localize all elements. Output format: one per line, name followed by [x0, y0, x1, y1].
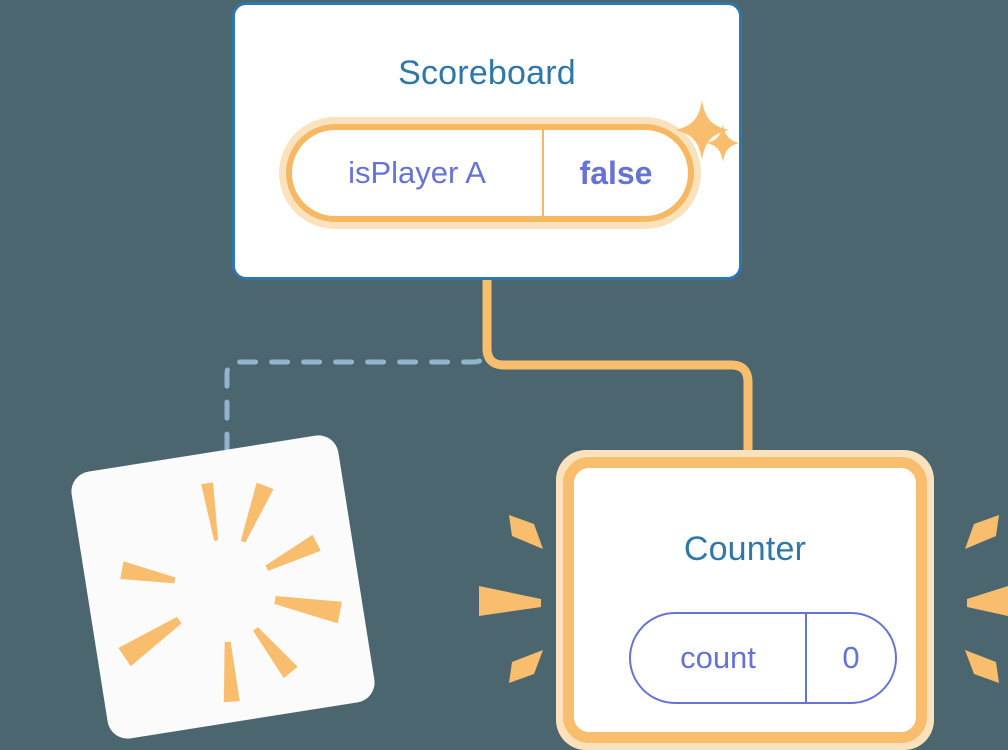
- page-title-scoreboard: Scoreboard: [398, 54, 576, 92]
- state-pill-key: count: [680, 640, 756, 675]
- page-title-counter: Counter: [683, 530, 807, 568]
- burst-ray: [509, 650, 543, 683]
- node-card-scoreboard[interactable]: Scoreboard isPlayer A false: [232, 2, 742, 280]
- node-card-counter[interactable]: Counter count 0: [556, 450, 934, 750]
- counter-card-body[interactable]: Counter count 0: [563, 457, 927, 743]
- state-pill-body[interactable]: isPlayer A false: [286, 124, 694, 222]
- state-pill-value: false: [579, 154, 653, 191]
- node-card-blank[interactable]: [68, 432, 378, 742]
- state-pill-key: isPlayer A: [348, 155, 486, 190]
- burst-ray-group-left: [479, 515, 543, 683]
- burst-ray: [479, 586, 541, 616]
- state-pill-value: 0: [842, 640, 860, 675]
- state-pill-divider: [805, 614, 807, 702]
- burst-ray: [509, 515, 543, 549]
- burst-ray-group-right: [965, 515, 1008, 683]
- burst-ray: [965, 515, 999, 549]
- connector-solid-scoreboard-to-counter: [482, 278, 753, 462]
- state-pill-divider: [542, 130, 544, 216]
- state-pill-scoreboard[interactable]: isPlayer A false: [279, 117, 701, 229]
- state-pill-counter[interactable]: count 0: [629, 612, 897, 704]
- burst-ray: [967, 586, 1008, 616]
- burst-ray: [965, 650, 999, 683]
